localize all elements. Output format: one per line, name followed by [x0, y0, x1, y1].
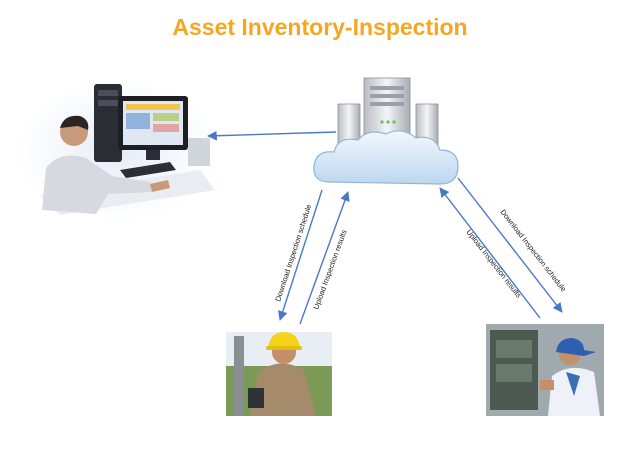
download-arrow-left	[278, 189, 323, 321]
server-cloud-icon	[313, 77, 459, 185]
upload-arrow-right	[439, 187, 541, 319]
field-worker-hardhat-icon	[226, 332, 332, 416]
download-arrow-right	[457, 177, 563, 313]
diagram-title: Asset Inventory-Inspection	[172, 14, 468, 40]
label-left-download: Download Inspection schedule	[273, 203, 313, 303]
upload-arrow-left	[299, 191, 350, 325]
office-worker-computer-icon	[18, 80, 218, 220]
label-right-upload: Upload Inspection results	[464, 228, 523, 300]
server-to-office-arrow	[207, 130, 337, 141]
field-worker-cap-icon	[486, 324, 604, 416]
